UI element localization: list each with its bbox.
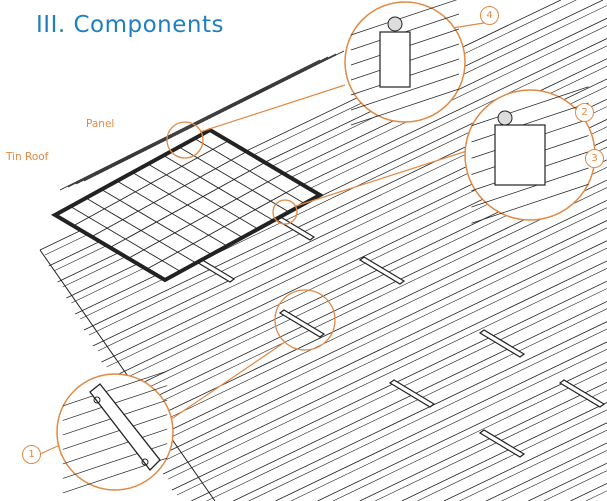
roof-ridge-line	[570, 483, 607, 501]
roof-ridge-line	[275, 341, 607, 501]
detail-roof-line	[471, 167, 589, 208]
detail-roof-line	[471, 86, 589, 127]
mounting-rail	[358, 256, 406, 285]
detail-roof-line	[350, 73, 460, 111]
roof-ridge-line	[154, 240, 607, 459]
roof-ridge-line	[141, 207, 607, 432]
roof-ridge-line	[585, 490, 607, 501]
panel-label: Panel	[86, 118, 115, 130]
detail-roof-line	[350, 88, 460, 126]
detail-circle-rail	[274, 289, 336, 351]
roof-ridge-line	[132, 187, 607, 416]
callout-3: 3	[585, 149, 604, 168]
rail-detail	[89, 383, 161, 471]
end-clamp	[379, 31, 411, 88]
callout-1: 1	[22, 445, 41, 464]
detail-roof-line	[62, 370, 168, 407]
roof-ridge-line	[176, 288, 607, 496]
roof-ridge-line	[375, 389, 607, 501]
roof-ridge-line	[401, 402, 607, 501]
roof-ridge-line	[317, 361, 607, 501]
roof-ridge-line	[485, 442, 607, 501]
roof-ridge-line	[443, 422, 607, 501]
panel-cell-line	[146, 183, 302, 270]
roof-ridge-line	[206, 308, 607, 501]
roof-ridge-line	[163, 260, 607, 475]
roof-ridge-line	[290, 349, 607, 501]
mounting-rail	[478, 329, 526, 358]
roof-ridge-line	[332, 369, 607, 501]
roof-ridge-line	[417, 409, 607, 501]
roof-ridge-line	[233, 321, 607, 501]
panel-cell-line	[109, 162, 266, 248]
clamp-bolt-icon	[497, 110, 513, 126]
mounting-rail	[388, 379, 436, 408]
roof-ridge-line	[168, 268, 607, 480]
mid-clamp	[494, 124, 546, 186]
mounting-rail	[478, 429, 526, 458]
detail-circle-clamp	[166, 121, 204, 159]
roof-ridge-line	[459, 429, 607, 501]
leader-line	[199, 84, 346, 133]
roof-ridge-line	[136, 199, 607, 427]
mounting-rail	[558, 379, 606, 408]
callout-4: 4	[480, 6, 499, 25]
detail-circle-end-clamp	[272, 199, 298, 225]
roof-ridge-line	[75, 53, 337, 185]
panel-cell-line	[128, 172, 284, 259]
section-title: III. Components	[36, 12, 224, 38]
screw-icon	[141, 458, 149, 466]
panel-cell-line	[91, 151, 247, 238]
roof-ridge-line	[159, 247, 607, 464]
roof-ridge-line	[528, 462, 607, 501]
roof-ridge-line	[83, 50, 345, 182]
screw-icon	[93, 396, 101, 404]
roof-ridge-line	[59, 59, 321, 191]
detail-roof-line	[62, 414, 168, 450]
detail-roof-line	[350, 0, 458, 36]
roof-ridge-line	[248, 328, 607, 501]
roof-ridge-line	[191, 301, 607, 501]
clamp-bolt-icon	[387, 16, 403, 32]
roof-ridge-line	[171, 280, 607, 491]
roof-ridge-line	[150, 227, 607, 448]
leader-line	[295, 149, 471, 207]
detail-roof-line	[62, 428, 168, 465]
detail-roof-line	[471, 102, 589, 143]
roof-ridge-line	[501, 450, 607, 501]
roof-ridge-line	[543, 470, 607, 501]
roof-ridge-line	[67, 56, 329, 188]
roof-ridge-line	[359, 381, 607, 501]
detail-roof-line	[471, 183, 589, 224]
roof-ridge-line	[145, 220, 607, 443]
mounting-rail	[278, 309, 326, 338]
callout-2: 2	[575, 103, 594, 122]
leader-line	[169, 341, 286, 421]
leader-line	[39, 444, 61, 455]
tin-roof-label: Tin Roof	[6, 151, 49, 163]
panel-cell-line	[73, 140, 229, 227]
